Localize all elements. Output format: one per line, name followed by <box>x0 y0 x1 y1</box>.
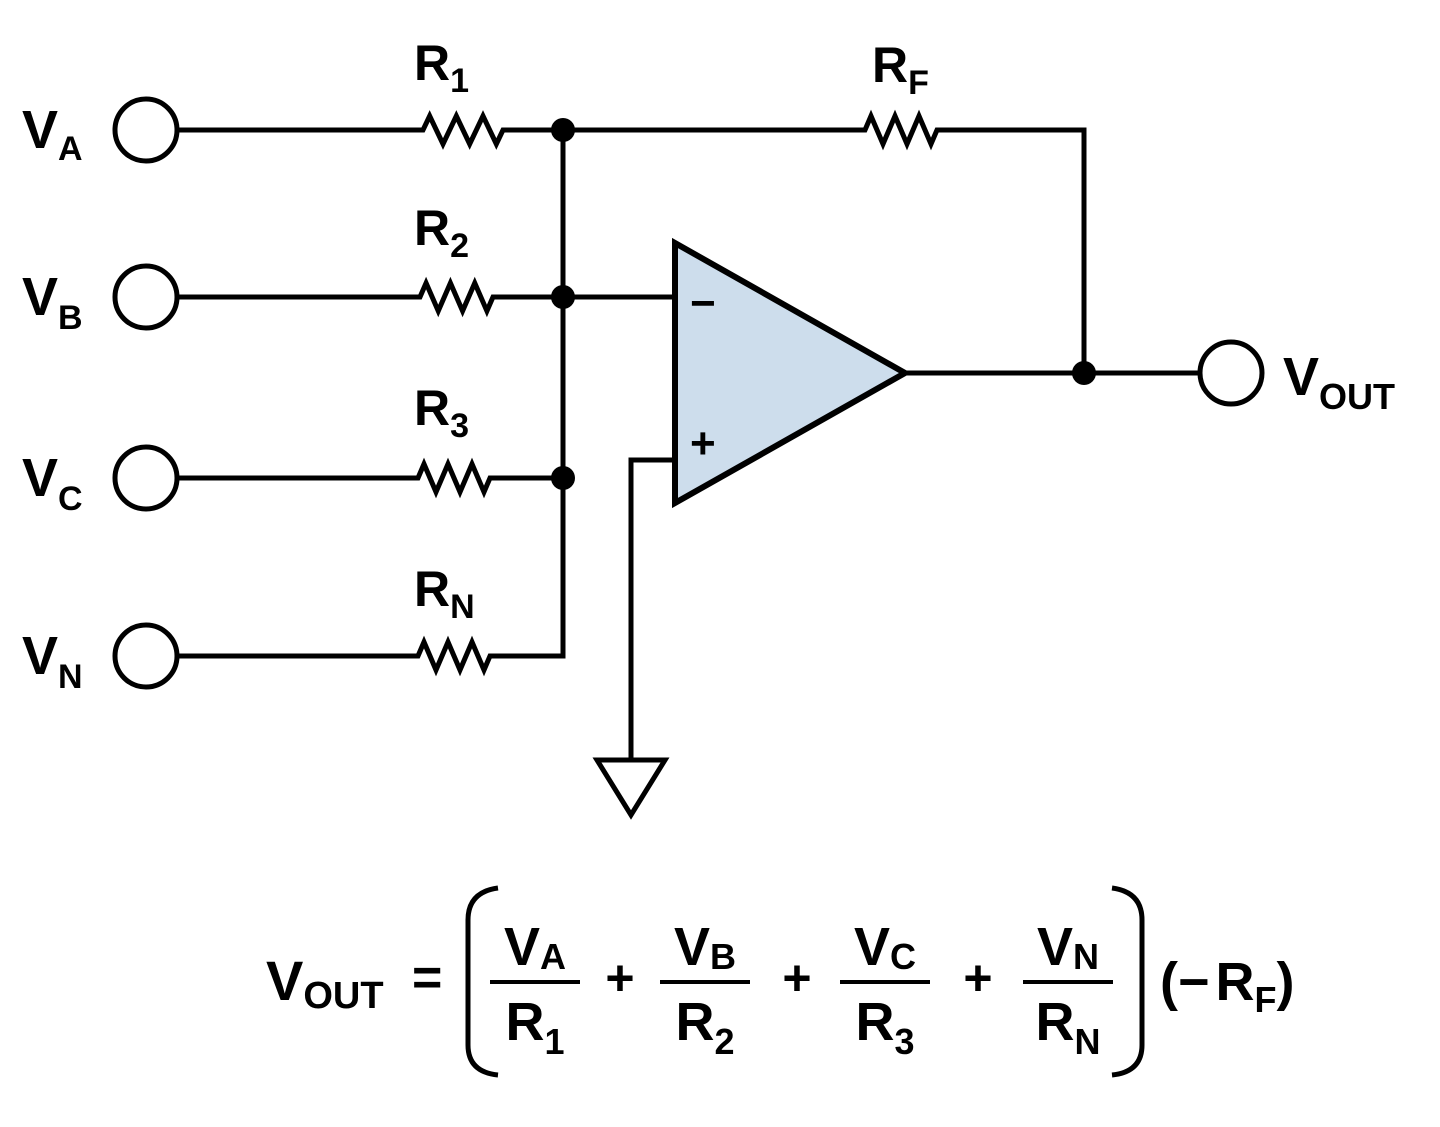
label-vc: VC <box>22 448 83 518</box>
resistor-icon <box>413 457 495 499</box>
plus-sign: + <box>963 950 992 1006</box>
fraction-term: VA R1 <box>490 917 580 1062</box>
factor-rf: (−RF) <box>1160 952 1295 1020</box>
junction-dot <box>1072 361 1096 385</box>
label-vb: VB <box>22 267 83 337</box>
terminal-c <box>112 444 180 512</box>
left-bracket <box>465 885 499 1078</box>
formula-equals: = <box>412 949 442 1007</box>
label-r1: R1 <box>414 35 469 100</box>
resistor-icon <box>415 276 498 318</box>
label-rn: RN <box>414 561 475 626</box>
noninverting-input-label: + <box>690 419 716 468</box>
numerator: VB <box>674 917 736 977</box>
terminals <box>112 96 1265 690</box>
resistor-symbols <box>413 109 942 677</box>
terminal-out <box>1197 339 1265 407</box>
plus-sign: + <box>782 950 811 1006</box>
denominator: R2 <box>675 992 734 1062</box>
junction-dot <box>551 466 575 490</box>
label-r2: R2 <box>414 200 469 265</box>
label-rf: RF <box>872 37 929 102</box>
wire-top <box>177 127 1087 373</box>
fraction-term: VC R3 <box>840 917 930 1062</box>
terminal-a <box>112 96 180 164</box>
numerator: VA <box>504 917 566 977</box>
label-vn: VN <box>22 626 83 696</box>
wire-n-bus <box>177 130 566 659</box>
terminal-b <box>112 263 180 331</box>
label-r3: R3 <box>414 380 469 445</box>
junction-dots <box>551 118 1096 490</box>
inverting-input-label: − <box>690 279 716 328</box>
junction-dot <box>551 118 575 142</box>
terminal-n <box>112 622 180 690</box>
denominator: R3 <box>855 992 914 1062</box>
denominator: RN <box>1036 992 1101 1062</box>
fraction-term: VB R2 <box>660 917 750 1062</box>
op-amp-triangle <box>672 237 912 509</box>
resistor-icon <box>413 635 495 677</box>
ground-icon <box>592 757 670 820</box>
label-va: VA <box>22 100 83 168</box>
plus-sign: + <box>605 950 634 1006</box>
wire-noninverting-ground <box>628 457 675 760</box>
label-vout: VOUT <box>1283 347 1395 417</box>
feedback-resistor-icon <box>860 109 942 151</box>
numerator: VC <box>854 917 916 977</box>
junction-dot <box>551 285 575 309</box>
fraction-term: VN RN <box>1023 917 1113 1062</box>
formula: VOUT = VA R1 VB R2 VC R3 VN RN + + + (−RF) <box>266 885 1295 1078</box>
denominator: R1 <box>505 992 564 1062</box>
formula-lhs: VOUT <box>266 949 384 1017</box>
numerator: VN <box>1037 917 1099 977</box>
resistor-icon <box>418 110 508 150</box>
right-bracket <box>1111 885 1145 1078</box>
